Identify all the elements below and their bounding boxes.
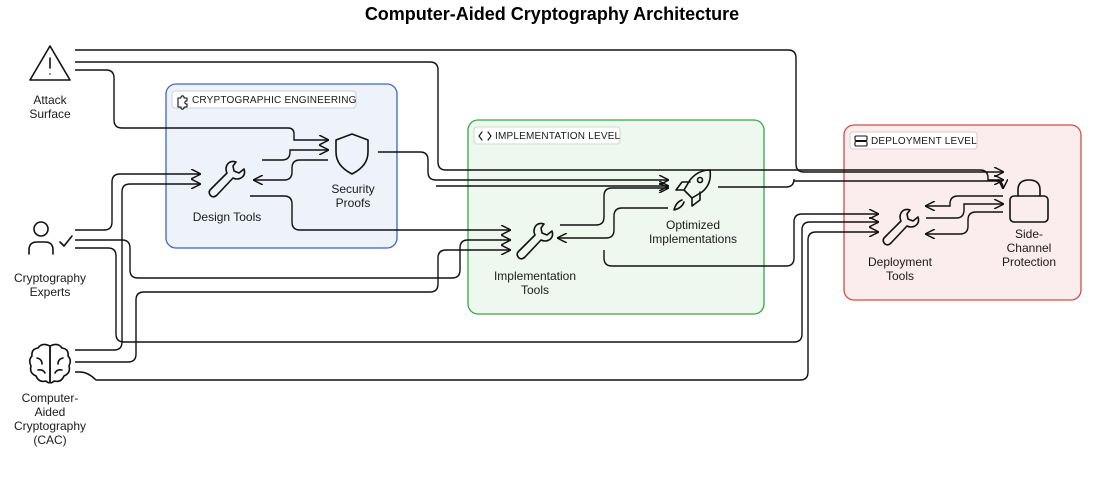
edge-proofs-design	[254, 159, 328, 180]
edge-impltools-optimized	[560, 188, 668, 226]
node-security-proofs[interactable]: Security Proofs	[331, 133, 375, 210]
node-side-channel-protection[interactable]: Side- Channel Protection	[1002, 179, 1056, 269]
group-deployment-level: DEPLOYMENT LEVEL	[843, 124, 1082, 301]
node-design-tools[interactable]: Design Tools	[193, 160, 261, 224]
wrench-icon	[208, 160, 246, 198]
wrench-icon	[882, 208, 920, 246]
brain-icon	[28, 343, 72, 384]
node-implementation-tools[interactable]: Implementation Tools	[494, 222, 576, 297]
edge-design-impltools	[250, 195, 510, 230]
lock-icon	[1009, 179, 1049, 223]
edge-cac-design	[75, 184, 200, 351]
shield-icon	[335, 133, 369, 175]
user-check-icon	[28, 221, 73, 255]
node-label-impltools-1: Implementation	[494, 269, 576, 283]
actor-label-experts-1: Cryptography	[14, 271, 86, 285]
puzzle-icon	[177, 95, 188, 110]
node-label-proofs-1: Security	[331, 182, 374, 196]
actor-label-cac-1: Computer-	[22, 391, 79, 405]
node-deployment-tools[interactable]: Deployment Tools	[868, 208, 933, 283]
node-label-sidechannel-2: Channel	[1007, 241, 1052, 255]
edge-optimized-deploytools	[603, 214, 878, 267]
node-label-deploytools-1: Deployment	[868, 255, 933, 269]
actor-cryptography-experts[interactable]: Cryptography Experts	[14, 221, 86, 299]
actor-label-cac-2: Aided	[35, 405, 66, 419]
group-label-engineering: CRYPTOGRAPHIC ENGINEERING	[192, 95, 357, 106]
group-label-deployment: DEPLOYMENT LEVEL	[871, 136, 977, 147]
actor-label-cac-3: Cryptography	[14, 419, 86, 433]
node-label-sidechannel-1: Side-	[1015, 227, 1043, 241]
edge-attack-sidechannel-a	[75, 49, 1003, 172]
group-implementation-level: IMPLEMENTATION LEVEL	[467, 119, 765, 315]
wrench-icon	[516, 222, 554, 260]
node-label-sidechannel-3: Protection	[1002, 255, 1056, 269]
actor-computer-aided-cryptography[interactable]: Computer- Aided Cryptography (CAC)	[14, 343, 86, 447]
edge-optimized-impltools	[558, 207, 668, 238]
node-label-optimized-2: Implementations	[649, 232, 737, 246]
edge-deploytools-sidechannel	[926, 204, 1003, 219]
edge-attack-sidechannel-b	[75, 61, 1003, 180]
group-cryptographic-engineering: CRYPTOGRAPHIC ENGINEERING	[165, 83, 398, 249]
actor-attack-surface[interactable]: Attack Surface	[29, 45, 71, 121]
edge-experts-design	[75, 174, 200, 231]
edge-optimized-sidechannel	[718, 178, 1003, 188]
node-label-design: Design Tools	[193, 210, 261, 224]
server-icon	[854, 135, 868, 147]
group-label-implementation: IMPLEMENTATION LEVEL	[495, 131, 621, 142]
edge-sidechannel-deploytools	[926, 211, 1003, 234]
node-label-optimized-1: Optimized	[666, 218, 720, 232]
warning-triangle-icon	[29, 45, 71, 81]
actor-label-attack-1: Attack	[33, 93, 67, 107]
edge-sidechannel-deploytools-b	[926, 195, 1003, 206]
actor-label-cac-4: (CAC)	[33, 433, 66, 447]
node-optimized-implementations[interactable]: Optimized Implementations	[649, 169, 737, 246]
edge-design-proofs	[262, 150, 328, 161]
node-label-deploytools-2: Tools	[886, 269, 914, 283]
edge-cac-impltools	[75, 250, 510, 363]
edge-attack-optimized	[75, 69, 328, 140]
edge-experts-deploytools	[75, 222, 878, 343]
node-label-proofs-2: Proofs	[336, 196, 371, 210]
edges	[75, 49, 1003, 381]
edge-cac-deploytools	[75, 232, 878, 381]
edge-experts-impltools	[75, 240, 510, 279]
rocket-icon	[673, 169, 712, 211]
actor-label-attack-2: Surface	[29, 107, 71, 121]
edge-proofs-optimized	[378, 151, 668, 180]
node-label-impltools-2: Tools	[521, 283, 549, 297]
actor-label-experts-2: Experts	[30, 285, 71, 299]
diagram-title: Computer-Aided Cryptography Architecture	[365, 4, 739, 24]
code-icon	[478, 131, 492, 141]
